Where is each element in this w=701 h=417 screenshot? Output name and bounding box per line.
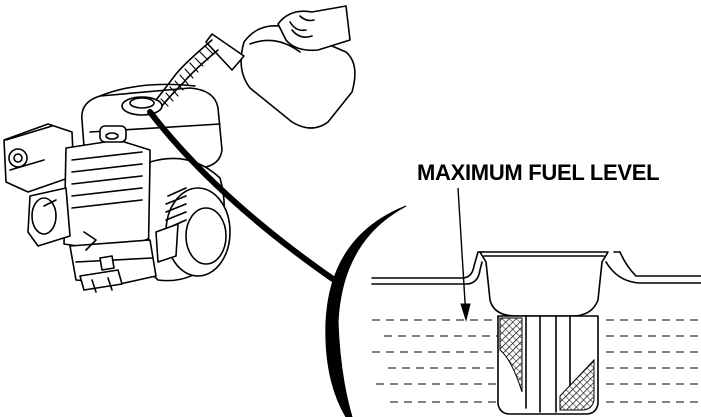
fuel-can-illustration [155,5,356,129]
detail-view [325,187,701,417]
callout-leader [147,109,343,287]
max-fuel-level-label: MAXIMUM FUEL LEVEL [417,160,660,185]
engine-illustration [3,83,231,293]
max-level-pointer [457,187,467,319]
